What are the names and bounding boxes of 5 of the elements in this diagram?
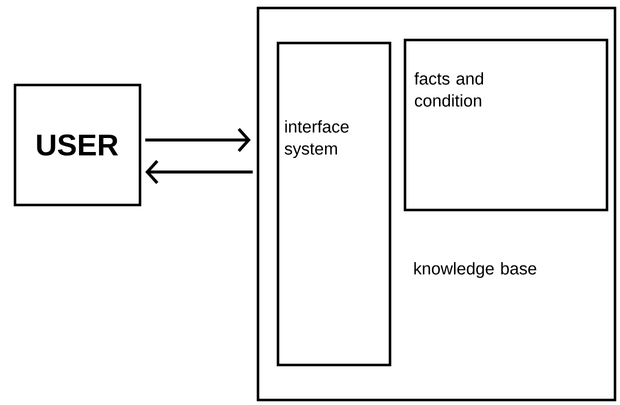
- interface-box: interface system: [276, 42, 392, 366]
- user-box: USER: [14, 84, 142, 206]
- arrow: [145, 128, 251, 152]
- facts-box: facts and condition: [404, 38, 608, 212]
- arrow: [145, 160, 253, 184]
